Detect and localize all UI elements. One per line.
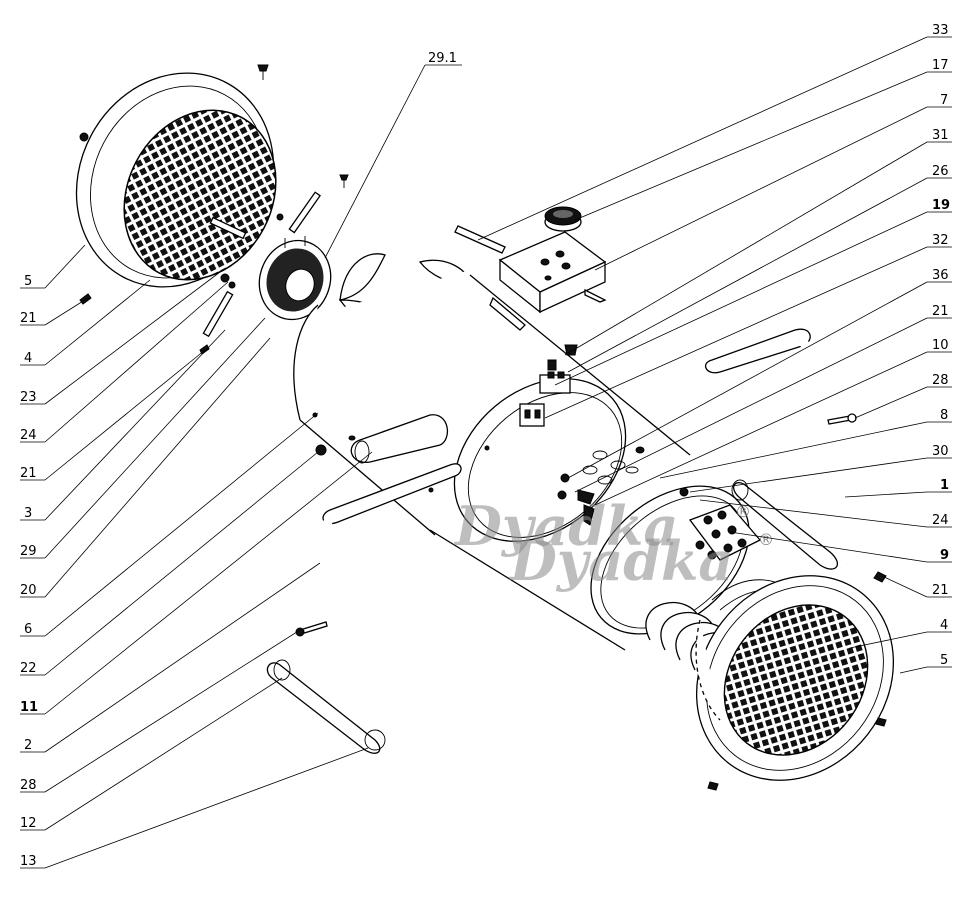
rear-grille (123, 109, 277, 281)
front-grille-edge (695, 619, 721, 721)
heater-body (293, 270, 750, 660)
part-label: 28 (20, 778, 37, 793)
part-label: 24 (932, 513, 949, 528)
side-tube (350, 414, 449, 464)
part-label: 36 (932, 268, 949, 283)
part-label: 9 (940, 548, 949, 563)
part-label: 21 (932, 304, 949, 319)
part-label: 5 (940, 653, 948, 668)
part-label: 11 (20, 700, 38, 715)
control-box (489, 231, 607, 331)
part-label: 22 (20, 661, 37, 676)
part-label: 4 (940, 618, 948, 633)
svg-text:®: ® (758, 530, 774, 549)
misc-fasteners (295, 413, 887, 791)
part-labels-left: 5 21 4 23 24 21 3 29 20 6 22 11 2 28 12 … (20, 274, 38, 869)
part-label: 29 (20, 544, 37, 559)
part-label: 28 (932, 373, 949, 388)
part-label: 33 (932, 23, 949, 38)
part-label: 8 (940, 408, 948, 423)
leader-lines (20, 36, 952, 869)
part-label: 6 (24, 622, 32, 637)
part-label: 7 (940, 93, 948, 108)
handle-bottom (266, 463, 462, 754)
part-label: 21 (20, 311, 37, 326)
part-label: 1 (940, 478, 949, 493)
thermostat-knob (544, 206, 582, 232)
fan-motor (258, 236, 332, 321)
svg-text:Dyadka: Dyadka (508, 529, 733, 593)
part-label: 32 (932, 233, 949, 248)
switch-parts (519, 344, 689, 526)
svg-text:Dyadka: Dyadka (453, 494, 678, 558)
part-label: 5 (24, 274, 32, 289)
watermark-logo: Dyadka Dyadka ® ® (453, 494, 774, 593)
part-label-top: 29.1 (428, 51, 457, 66)
part-label: 12 (20, 816, 37, 831)
part-label: 21 (20, 466, 37, 481)
part-labels-right: 33 17 7 31 26 19 32 36 21 10 28 8 30 1 2… (932, 23, 950, 668)
screw-parts-rear (79, 64, 349, 355)
part-label: 3 (24, 506, 32, 521)
part-label: 10 (932, 338, 949, 353)
part-label: 20 (20, 583, 37, 598)
svg-text:®: ® (735, 502, 751, 521)
front-grille (723, 604, 869, 756)
part-label: 23 (20, 390, 37, 405)
part-label: 21 (932, 583, 949, 598)
part-label: 17 (932, 58, 949, 73)
part-label: 13 (20, 854, 37, 869)
handle-top (704, 328, 869, 570)
part-label: 26 (932, 164, 949, 179)
part-label: 24 (20, 428, 37, 443)
part-label: 30 (932, 444, 949, 459)
part-label: 4 (24, 351, 32, 366)
part-label: 19 (932, 198, 950, 213)
part-label: 31 (932, 128, 949, 143)
part-label: 2 (24, 738, 32, 753)
